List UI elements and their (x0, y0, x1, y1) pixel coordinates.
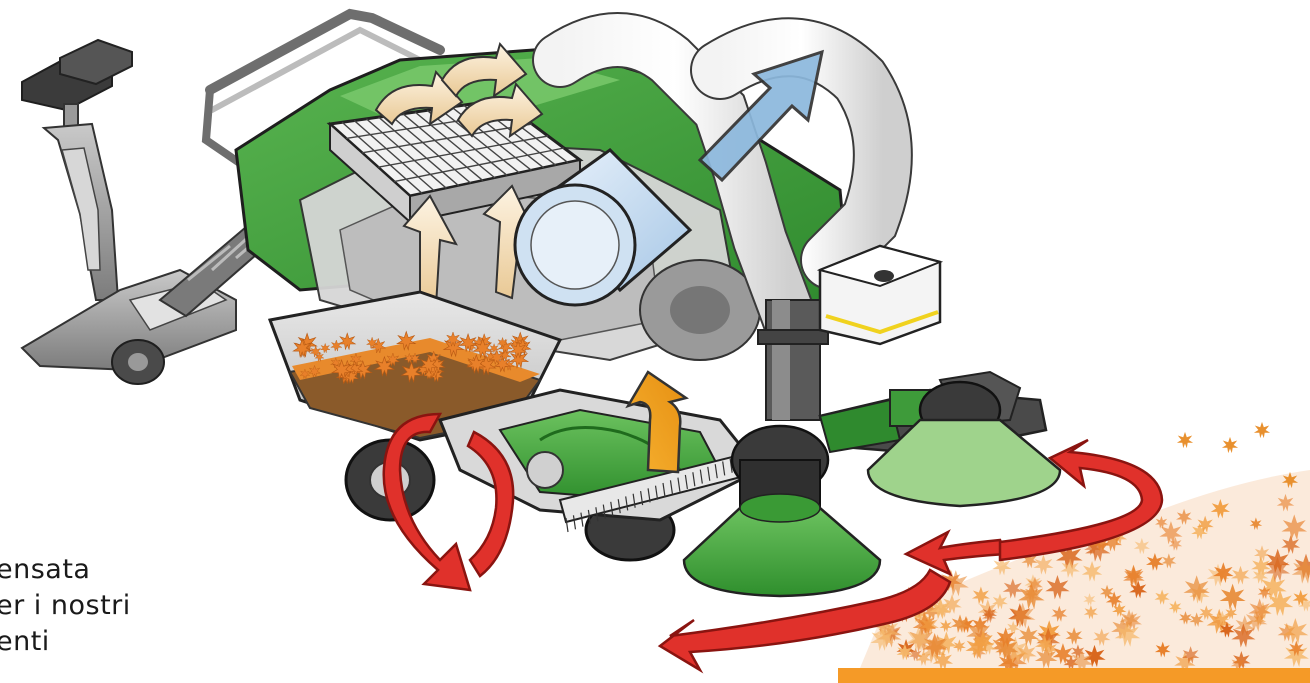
leaf (1177, 432, 1193, 448)
caption-line-3: enti (0, 624, 196, 660)
accent-bar (838, 668, 1310, 683)
caption-line-2: er i nostri (0, 588, 196, 624)
caption-text: ensata er i nostri enti (0, 552, 196, 660)
leaf (1222, 437, 1238, 453)
caption-line-1: ensata (0, 552, 196, 588)
leaf (1254, 422, 1270, 438)
